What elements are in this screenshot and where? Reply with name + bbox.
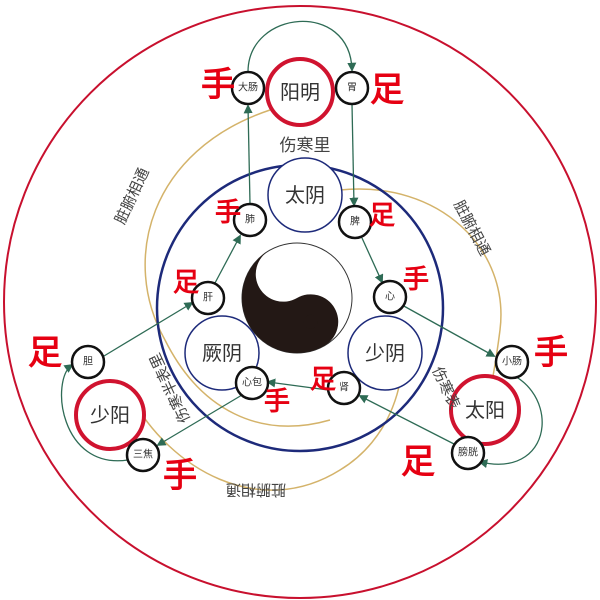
shanghan-li-label: 伤寒里 bbox=[280, 136, 331, 156]
hand-label: 手 bbox=[163, 456, 197, 496]
organ-gallbladder: 胆 bbox=[83, 356, 93, 368]
foot-label: 足 bbox=[401, 442, 435, 482]
taiyin-circle bbox=[267, 157, 343, 233]
connect-label-bottom: 脏腑相通 bbox=[226, 481, 286, 499]
organ-lung: 肺 bbox=[245, 214, 255, 226]
organ-pericardium: 心包 bbox=[242, 376, 262, 389]
outer-ring bbox=[3, 5, 597, 599]
foot-label: 足 bbox=[173, 268, 199, 298]
organ-large-intestine: 大肠 bbox=[238, 81, 258, 94]
organ-heart: 心 bbox=[385, 291, 395, 303]
hand-label: 手 bbox=[534, 333, 568, 373]
organ-liver: 肝 bbox=[203, 292, 213, 304]
taiyang-circle bbox=[449, 374, 521, 446]
organ-spleen: 脾 bbox=[350, 215, 360, 228]
organ-kidney: 肾 bbox=[339, 382, 349, 394]
yangming-label: 阳明 bbox=[280, 80, 320, 104]
jueyin-label: 厥阴 bbox=[202, 341, 242, 365]
organ-stomach: 胃 bbox=[347, 82, 357, 94]
foot-label: 足 bbox=[310, 365, 336, 395]
shaoyang-label: 少阳 bbox=[90, 403, 130, 427]
taiyang-label: 太阳 bbox=[465, 398, 505, 422]
foot-label: 足 bbox=[369, 201, 395, 231]
yangming-circle bbox=[265, 57, 335, 127]
connect-label-left: 脏腑相通 bbox=[111, 165, 153, 227]
hand-label: 手 bbox=[264, 387, 290, 417]
foot-label: 足 bbox=[370, 70, 404, 110]
shaoyin-label: 少阴 bbox=[365, 341, 405, 365]
organ-small-intestine: 小肠 bbox=[502, 356, 522, 368]
organ-sanjiao: 三焦 bbox=[133, 448, 153, 461]
shaoyin-circle bbox=[347, 315, 423, 391]
organ-bladder: 膀胱 bbox=[458, 446, 478, 459]
foot-label: 足 bbox=[28, 333, 62, 373]
connect-label-right: 脏腑相通 bbox=[450, 197, 494, 258]
taiyin-label: 太阴 bbox=[285, 183, 325, 207]
yin-yang-icon bbox=[241, 242, 353, 354]
hand-label: 手 bbox=[215, 198, 241, 228]
hand-label: 手 bbox=[403, 265, 429, 295]
shaoyang-circle bbox=[74, 379, 146, 451]
hand-label: 手 bbox=[201, 65, 235, 105]
